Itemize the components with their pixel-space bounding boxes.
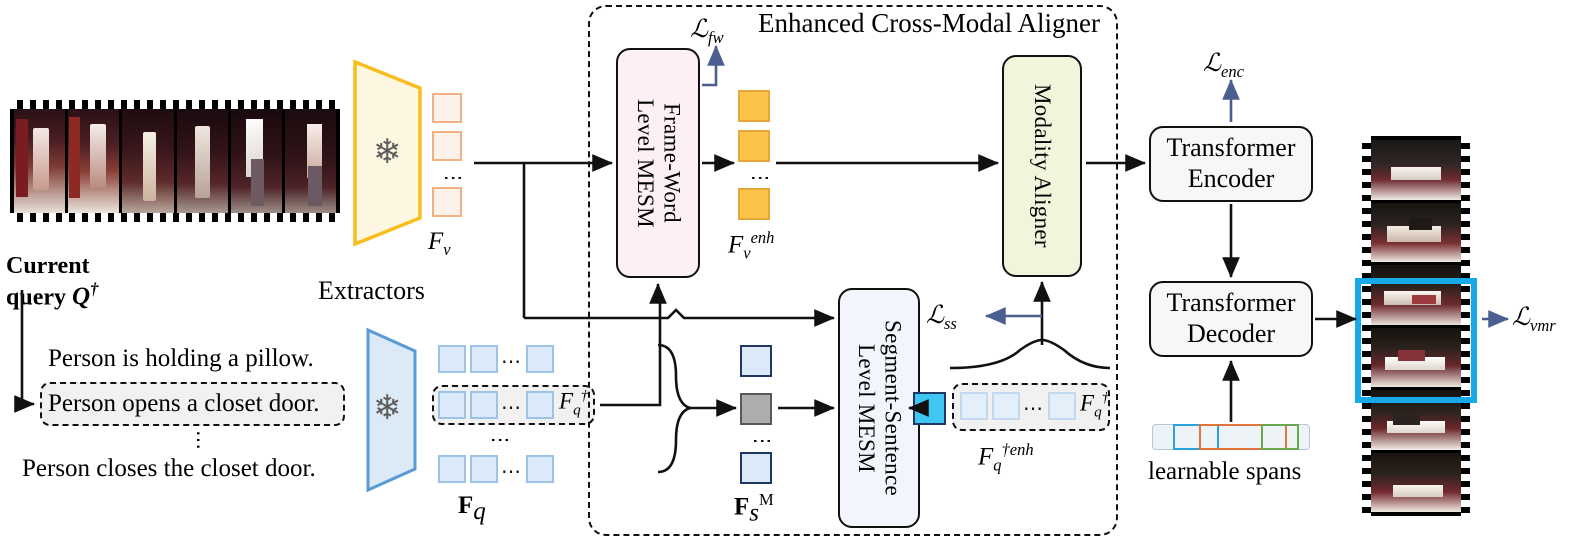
current-query-symbol: Q† (72, 279, 99, 310)
segment-sentence-mesm-box[interactable]: Segment-Sentence Level MESM (838, 288, 920, 528)
enhanced-query-token (960, 392, 988, 420)
video-token-ellipsis: ⋮ (442, 168, 464, 190)
enhanced-cross-modal-aligner-container (588, 5, 1118, 536)
enhanced-query-token (992, 392, 1020, 420)
extractors-label: Extractors (318, 276, 425, 305)
query-token-ellipsis: ⋯ (501, 461, 522, 483)
output-frame-highlighted (1371, 265, 1461, 325)
learnable-spans-label: learnable spans (1148, 458, 1302, 485)
video-frame (230, 109, 282, 213)
output-frame (1371, 140, 1461, 200)
query-token (470, 391, 498, 419)
query-features-label: Fq (458, 492, 486, 525)
current-query-feature-label: Fq† (559, 387, 589, 419)
video-frame (14, 109, 66, 213)
enhanced-video-token-ellipsis: ⋮ (749, 168, 771, 190)
segment-feature-label: FsM (734, 490, 774, 527)
moment-highlight-box (1355, 278, 1477, 403)
current-query-line1: Current (6, 253, 90, 279)
filmstrip-perforation-right (1461, 136, 1470, 516)
frame-word-mesm-label: Frame-Word Level MESM (633, 98, 685, 228)
filmstrip-perforation-bottom (10, 213, 340, 222)
video-frame (68, 109, 120, 213)
transformer-decoder-box[interactable]: Transformer Decoder (1149, 281, 1313, 357)
loss-fw-label: ℒfw (690, 16, 724, 47)
video-frame (284, 109, 337, 213)
segment-sentence-mesm-label: Segment-Sentence Level MESM (854, 320, 906, 496)
transformer-encoder-box[interactable]: Transformer Encoder (1149, 126, 1313, 202)
modality-aligner-label: Modality Aligner (1030, 84, 1056, 248)
modality-aligner-box[interactable]: Modality Aligner (1002, 55, 1082, 277)
current-query-line2: query (6, 283, 66, 310)
query-sentence-2: Person closes the closet door. (22, 455, 316, 482)
video-frame (176, 109, 228, 213)
video-token (432, 93, 462, 123)
output-video-filmstrip (1362, 136, 1470, 516)
enhanced-video-token (738, 90, 770, 122)
query-token (438, 391, 466, 419)
segment-token-masked (740, 393, 772, 425)
sentence-ellipsis: ⋯ (187, 430, 209, 451)
query-token (526, 455, 554, 483)
loss-ss-label: ℒss (926, 302, 957, 333)
segment-token-ellipsis: ⋮ (751, 431, 773, 453)
module-title: Enhanced Cross-Modal Aligner (758, 8, 1100, 38)
query-sentence-1: Person opens a closet door. (48, 390, 320, 417)
query-token (470, 455, 498, 483)
learnable-span-orange (1199, 424, 1287, 450)
enhanced-query-inner-label: Fq† (1080, 389, 1110, 421)
enhanced-query-token-ellipsis: ⋯ (1023, 398, 1044, 420)
snowflake-icon: ❄ (373, 390, 402, 427)
output-frame (1371, 202, 1461, 262)
output-frame (1371, 452, 1461, 512)
learnable-span-green (1261, 424, 1299, 450)
output-frame-highlighted (1371, 327, 1461, 387)
query-sentence-0: Person is holding a pillow. (48, 345, 314, 372)
input-video-filmstrip (10, 100, 340, 222)
segment-token (740, 452, 772, 484)
filmstrip-perforation-left (1362, 136, 1371, 516)
filmstrip-perforation-top (10, 100, 340, 109)
cls-token (913, 392, 946, 425)
query-token-ellipsis: ⋯ (501, 351, 522, 373)
loss-enc-label: ℒenc (1203, 50, 1244, 81)
query-token (438, 455, 466, 483)
segment-token (740, 345, 772, 377)
query-token (526, 391, 554, 419)
learnable-span-blue (1173, 424, 1219, 450)
query-row-ellipsis: ⋮ (489, 430, 511, 450)
video-feature-label: Fv (428, 228, 451, 259)
query-token-ellipsis: ⋯ (501, 397, 522, 419)
current-query-label: Current query Q† (6, 253, 98, 312)
query-token (470, 345, 498, 373)
snowflake-icon: ❄ (373, 134, 402, 171)
frame-word-mesm-box[interactable]: Frame-Word Level MESM (616, 48, 700, 278)
enhanced-query-token (1048, 392, 1076, 420)
query-token (438, 345, 466, 373)
enhanced-video-token (738, 188, 770, 220)
video-token (432, 131, 462, 161)
loss-vmr-label: ℒvmr (1512, 304, 1556, 335)
video-frame (122, 109, 174, 213)
transformer-decoder-label: Transformer Decoder (1166, 288, 1296, 348)
enhanced-query-feature-label: Fq†enh (978, 440, 1034, 475)
enhanced-video-token (738, 130, 770, 162)
query-token (526, 345, 554, 373)
highlighted-query-sentence-box[interactable] (40, 382, 345, 426)
enhanced-video-feature-label: Fvenh (728, 228, 775, 263)
transformer-encoder-label: Transformer Encoder (1166, 133, 1296, 193)
video-token (432, 187, 462, 217)
